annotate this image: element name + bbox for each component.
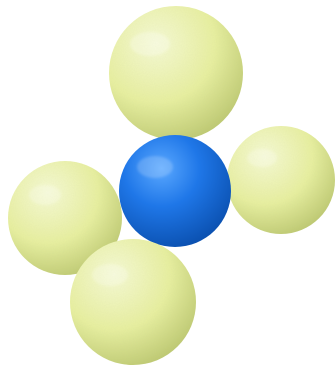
outer-sphere-right: [227, 126, 335, 234]
outer-sphere-left: [8, 161, 122, 275]
outer-sphere-bottom: [70, 239, 196, 365]
outer-sphere-top: [109, 6, 243, 140]
center-sphere: [119, 135, 231, 247]
